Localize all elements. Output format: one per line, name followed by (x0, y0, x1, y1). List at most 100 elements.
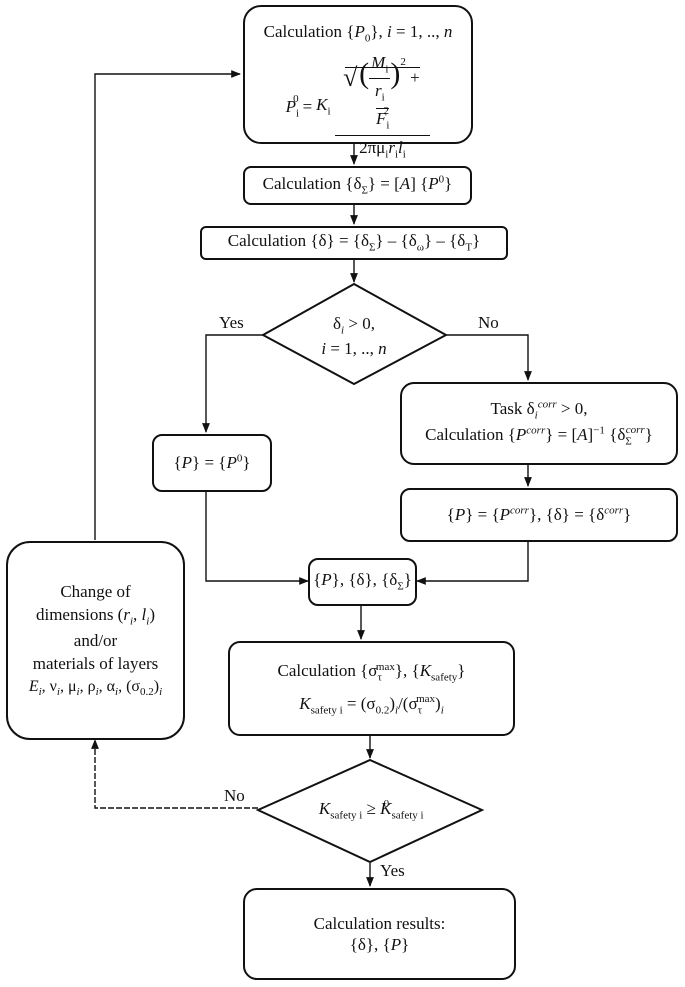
sf-t1: Calculation {σ (277, 661, 378, 681)
tk-t13: Σ (625, 434, 632, 447)
tk-t3: corr (537, 398, 557, 411)
sf-t13: i (395, 703, 399, 716)
tk-t6: P (515, 424, 527, 444)
ch-t12: , μ (59, 677, 77, 695)
box-change-dimensions: Change of dimensions (ri, li) and/or mat… (6, 541, 185, 740)
b2-t3: } = [ (367, 173, 400, 193)
pc-t3: } = { (465, 505, 500, 525)
f-r-sub: i (381, 91, 385, 104)
b3-t6: T (465, 241, 473, 254)
d1-t2: i (341, 324, 345, 337)
d2-t3: ≥ (362, 799, 381, 818)
f-den-l: l (398, 137, 403, 157)
sf-line2: Ksafety i = (σ0.2)i/(στmax)i (299, 689, 444, 721)
tk-t1: Task δ (490, 399, 535, 419)
p0-text: {P} = {P0} (173, 452, 250, 473)
d2-t1: K (318, 799, 331, 818)
b3-t5: } – {δ (423, 231, 466, 251)
f-rparen: ) (390, 56, 401, 90)
box1-t2: P (354, 22, 365, 41)
sf-t4: }, { (394, 661, 420, 681)
sf-t8: K (299, 693, 311, 713)
box2-text: Calculation {δΣ} = [A] {P0} (263, 173, 453, 198)
box1-t4: }, (370, 22, 387, 41)
ch-line3: and/or (73, 630, 118, 650)
decision2-no-label: No (224, 786, 245, 805)
mg-t1: { (313, 570, 322, 590)
d1-t1: δ (333, 314, 342, 333)
arrow-change-to-box1 (94, 70, 241, 540)
tk-t4: > 0, (556, 399, 588, 419)
sf-t14: /(σ (398, 693, 418, 713)
ch-line5: Ei, νi, μi, ρi, αi, (σ0.2)i (29, 676, 162, 700)
box-results: Calculation results: {δ}, {P} (243, 888, 516, 980)
p0-t3: } = { (192, 453, 227, 473)
mg-t3: }, {δ}, {δ (331, 570, 398, 590)
tk-t10: ] (587, 424, 594, 444)
ch-t17: i (115, 685, 119, 698)
tk-t7: corr (526, 423, 546, 436)
ch-t4: , (133, 605, 142, 625)
f-f: F (375, 109, 387, 129)
box-calc-p0: Calculation {P0}, i = 1, .., n Pi0 = Ki … (243, 5, 473, 160)
b3-t7: } (472, 231, 481, 251)
decision2-diamond (255, 758, 485, 864)
f-f-sub: i (386, 119, 390, 132)
sf-t7: } (457, 661, 466, 681)
decision1-diamond (260, 282, 449, 386)
res-t1: {δ}, { (349, 935, 391, 954)
res-line1: Calculation results: (313, 913, 446, 933)
sf-t15: τ (417, 703, 423, 716)
d1-t4: i (321, 339, 327, 359)
res-t2: P (390, 935, 402, 954)
ch-t20: ) (153, 677, 160, 695)
b2-t7: 0 (438, 173, 445, 186)
ch-t1: dimensions ( (35, 605, 124, 625)
sf-t17: ) (435, 693, 441, 713)
d1-t6: n (378, 339, 387, 359)
decision1-no-label: No (478, 313, 499, 332)
f-den1-sub: i (385, 147, 389, 160)
f-plus: + (405, 67, 420, 87)
d2-t2: safety i (330, 809, 363, 822)
box-merge: {P}, {δ}, {δΣ} (308, 558, 417, 606)
pc-t2: P (454, 505, 466, 525)
p0-t2: P (181, 453, 193, 473)
mg-t5: } (403, 570, 412, 590)
sf-t2: τ (377, 671, 382, 684)
sf-t3: max (375, 660, 395, 673)
ch-t10: , ν (41, 677, 57, 695)
ch-t9: i (38, 685, 42, 698)
ch-t15: i (95, 685, 99, 698)
sf-t18: i (440, 703, 444, 716)
ch-t19: 0.2 (140, 685, 154, 698)
box-calc-safety: Calculation {στmax}, {Ksafety} Ksafety i… (228, 641, 515, 736)
d1-t5: = 1, .., (326, 339, 379, 359)
b3-t4: ω (416, 241, 424, 254)
p0-t1: { (173, 453, 182, 473)
d1-line1: δi > 0, (294, 313, 414, 338)
b2-t5: ] { (410, 173, 429, 193)
ch-t21: i (159, 685, 163, 698)
b2-t4: A (399, 173, 411, 193)
ch-t5: l (141, 605, 147, 625)
f-m: M (371, 53, 386, 73)
b2-t6: P (428, 173, 439, 193)
arrow-decision1-no (446, 334, 532, 381)
sf-t5: K (419, 661, 432, 681)
d1-t3: > 0, (344, 314, 375, 333)
ch-t13: i (76, 685, 80, 698)
pc-t8: } (623, 505, 632, 525)
f-den-r-sub: i (394, 147, 399, 160)
sf-t16: max (416, 692, 436, 705)
decision2-text: Ksafety i ≥ Ksafety i0 (290, 798, 450, 823)
arrow-decision2-no (91, 739, 258, 809)
ch-line1: Change of (60, 582, 131, 602)
f-k: Ki (316, 94, 330, 119)
tk-t15: } (644, 424, 653, 444)
tk-t11: −1 (593, 423, 605, 436)
box1-t1: Calculation { (263, 22, 355, 41)
sf-t6: safety (431, 671, 458, 684)
